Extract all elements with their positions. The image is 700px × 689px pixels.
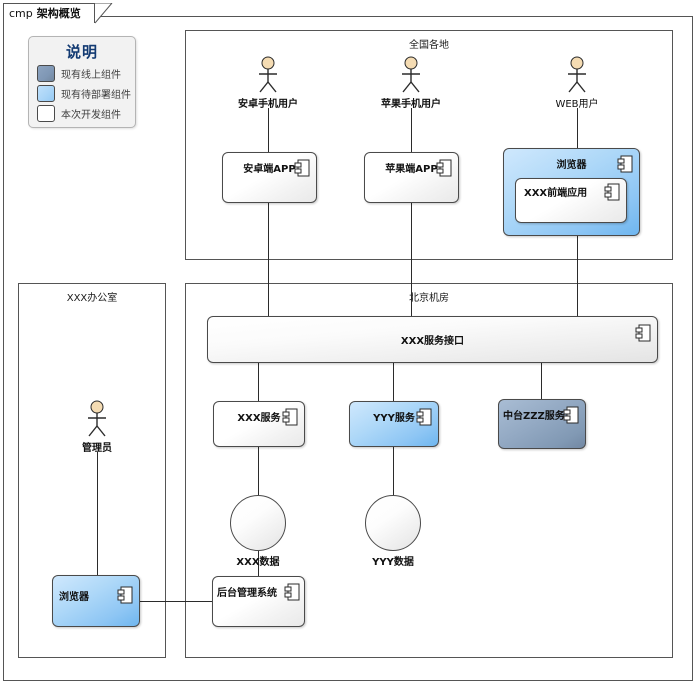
connector-yyy-service-db: [393, 447, 394, 495]
component-icon: [635, 324, 651, 342]
actor-android-user-label: 安卓手机用户: [238, 99, 298, 110]
component-frontend-app-label: XXX前端应用: [524, 188, 588, 199]
legend-title: 说明: [65, 43, 98, 61]
database-xxx-shape-icon: [230, 495, 286, 551]
actor-apple-user-label: 苹果手机用户: [381, 99, 441, 110]
frame-tab: [3, 3, 95, 23]
region-office-label: XXX办公室: [66, 293, 118, 304]
legend-label-new: 本次开发组件: [61, 110, 121, 121]
legend-label-pending: 现有待部署组件: [61, 90, 131, 101]
connector-apple-app-interface: [411, 203, 412, 316]
frame-tab-content: cmp 架构概览: [3, 3, 95, 23]
connector-browser-admin-system: [140, 601, 212, 602]
component-admin-system[interactable]: 后台管理系统: [212, 576, 305, 627]
connector-interface-zzz-service: [541, 363, 542, 401]
component-service-interface[interactable]: XXX服务接口: [207, 316, 658, 363]
connector-xxx-service-db: [258, 447, 259, 495]
component-apple-app[interactable]: 苹果端APP: [364, 152, 459, 203]
database-xxx-label: XXX数据: [236, 557, 280, 568]
connector-apple-actor-app: [411, 108, 412, 156]
component-browser-bottom-label: 浏览器: [59, 592, 89, 603]
database-xxx: XXX数据: [230, 495, 286, 568]
actor-figure-icon: [402, 56, 420, 93]
component-icon: [416, 408, 432, 426]
database-yyy-shape-icon: [365, 495, 421, 551]
actor-figure-icon: [568, 56, 586, 93]
frame-title: 架构概览: [36, 7, 81, 20]
component-yyy-service-label: YYY服务: [373, 413, 415, 424]
database-yyy: YYY数据: [365, 495, 421, 568]
component-icon: [436, 159, 452, 177]
legend-swatch-pending-icon: [37, 85, 55, 102]
frame-keyword: cmp: [9, 6, 33, 20]
connector-xxx-db-admin-system: [258, 551, 259, 576]
connector-admin-actor-browser: [97, 452, 98, 575]
component-browser-bottom[interactable]: 浏览器: [52, 575, 140, 627]
component-browser-top-label: 浏览器: [556, 160, 587, 171]
component-icon: [117, 586, 133, 604]
legend-item-pending: 现有待部署组件: [37, 85, 135, 102]
legend-label-online: 现有线上组件: [61, 70, 121, 81]
component-xxx-service[interactable]: XXX服务: [213, 401, 305, 447]
actor-admin-label: 管理员: [82, 443, 112, 454]
connector-interface-xxx-service: [258, 363, 259, 401]
component-service-interface-label: XXX服务接口: [400, 336, 465, 347]
component-icon: [284, 583, 300, 601]
database-yyy-label: YYY数据: [372, 557, 414, 568]
legend-item-new: 本次开发组件: [37, 105, 135, 122]
component-yyy-service[interactable]: YYY服务: [349, 401, 439, 447]
component-xxx-service-label: XXX服务: [237, 413, 281, 424]
actor-figure-icon: [259, 56, 277, 93]
component-icon: [294, 159, 310, 177]
component-android-app[interactable]: 安卓端APP: [222, 152, 317, 203]
component-zzz-service[interactable]: 中台ZZZ服务: [498, 399, 586, 449]
component-icon: [604, 183, 620, 201]
component-icon: [617, 155, 633, 173]
component-apple-app-label: 苹果端APP: [385, 164, 438, 175]
component-frontend-app[interactable]: XXX前端应用: [515, 178, 627, 223]
legend-swatch-new-icon: [37, 105, 55, 122]
connector-browser-interface: [577, 236, 578, 316]
actor-android-user: 安卓手机用户: [238, 56, 298, 110]
component-android-app-label: 安卓端APP: [243, 164, 296, 175]
actor-web-user-label: WEB用户: [555, 99, 599, 110]
connector-android-actor-app: [268, 108, 269, 156]
actor-apple-user: 苹果手机用户: [381, 56, 441, 110]
actor-figure-icon: [88, 400, 106, 437]
component-admin-system-label: 后台管理系统: [217, 588, 277, 599]
actor-web-user: WEB用户: [547, 56, 607, 110]
frame-tab-corner-icon: [95, 3, 113, 24]
legend-panel: 说明 现有线上组件 现有待部署组件 本次开发组件: [28, 36, 136, 128]
region-nationwide-label: 全国各地: [409, 40, 449, 51]
connector-interface-yyy-service: [393, 363, 394, 401]
actor-admin: 管理员: [67, 400, 127, 454]
component-zzz-service-label: 中台ZZZ服务: [503, 411, 565, 422]
legend-item-online: 现有线上组件: [37, 65, 135, 82]
region-datacenter-label: 北京机房: [409, 293, 449, 304]
component-icon: [282, 408, 298, 426]
connector-web-actor-browser: [577, 108, 578, 156]
legend-swatch-online-icon: [37, 65, 55, 82]
component-icon: [563, 406, 579, 424]
connector-android-app-interface: [268, 203, 269, 316]
